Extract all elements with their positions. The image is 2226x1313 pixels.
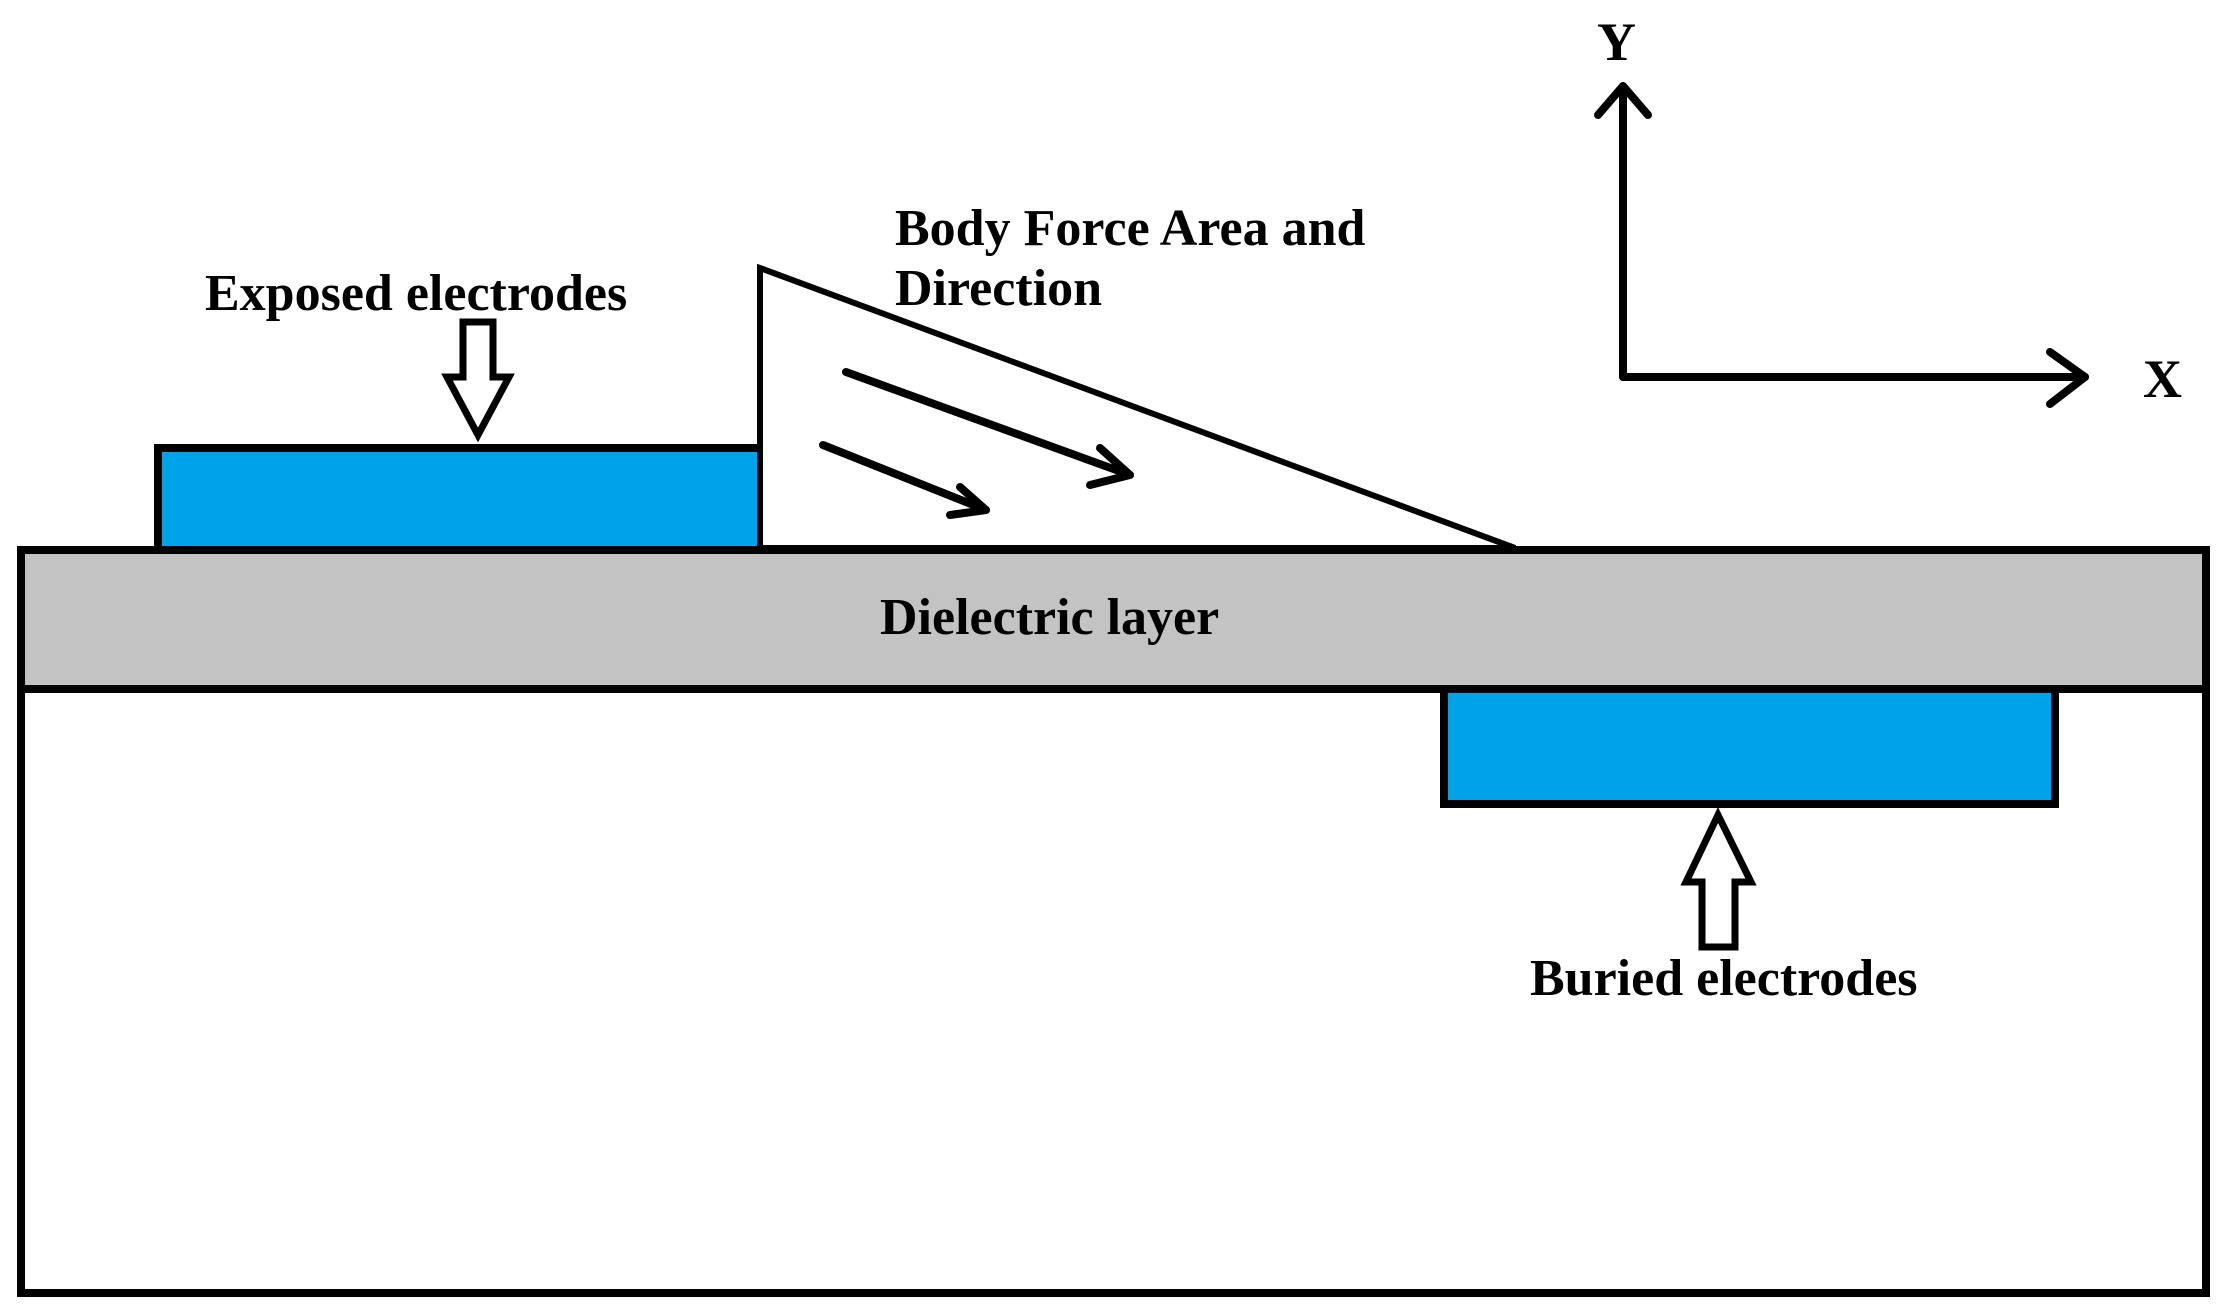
coordinate-axes	[1594, 82, 2089, 408]
exposed-electrodes-label: Exposed electrodes	[205, 265, 627, 322]
buried-electrode	[1440, 685, 2059, 808]
y-axis-arrowhead	[1594, 82, 1652, 119]
force-direction-arrow	[842, 368, 1134, 489]
buried-electrodes-pointer-arrow	[1680, 806, 1757, 951]
x-axis-arrowhead	[2046, 348, 2089, 408]
dielectric-layer-label: Dielectric layer	[880, 589, 1219, 646]
body-force-label-line2: Direction	[895, 260, 1102, 317]
body-force-area	[757, 263, 1517, 551]
exposed-electrodes-pointer-arrow	[441, 318, 515, 443]
force-direction-arrow	[819, 441, 990, 519]
dielectric-layer	[17, 546, 2210, 693]
x-axis-label: X	[2143, 349, 2182, 409]
body-force-label-line1: Body Force Area and	[895, 200, 1365, 257]
y-axis-label: Y	[1597, 12, 1636, 72]
buried-electrodes-label: Buried electrodes	[1530, 950, 1918, 1007]
exposed-electrode	[154, 444, 766, 554]
